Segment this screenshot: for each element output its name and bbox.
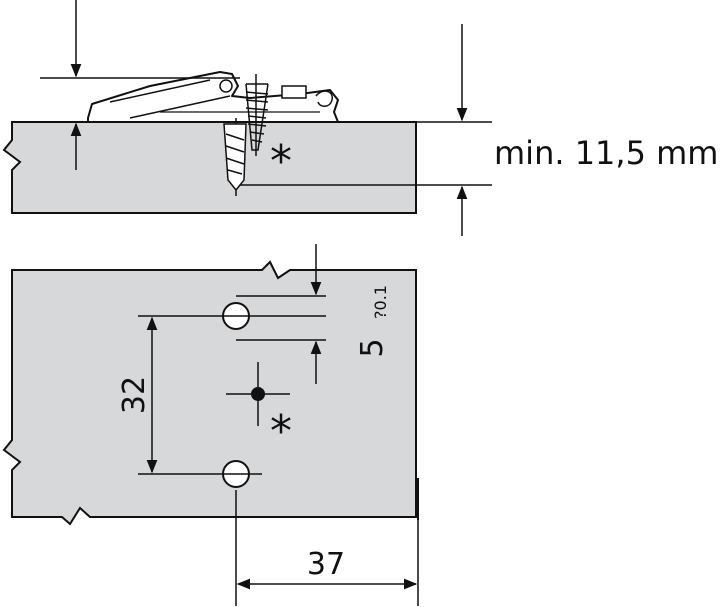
mounting-plate-side [87, 71, 339, 123]
tolerance-label: ?0.1 [371, 285, 390, 319]
top-view: 32 5 ?0.1 37 * [2, 244, 419, 606]
offset-dimension: 37 [236, 547, 418, 590]
plate-thickness-dimension [40, 0, 240, 170]
offset-label: 37 [307, 547, 345, 582]
screw-icon [245, 74, 269, 156]
center-point [226, 362, 290, 426]
hole-spacing-label: 32 [117, 376, 152, 414]
asterisk-bottom: * [270, 406, 292, 457]
asterisk-top: * [270, 136, 292, 187]
hole-spacing-dimension: 32 [117, 316, 158, 474]
min-thickness-label: min. 11,5 mm [494, 134, 718, 172]
side-view: min. 11,5 mm * [2, 0, 718, 236]
board-top-panel [2, 260, 417, 526]
board-side-panel [2, 121, 417, 214]
hole-offset-dimension: 5 ?0.1 [310, 244, 390, 384]
board-thickness-dimension: min. 11,5 mm [240, 24, 718, 236]
hole-offset-label: 5 [355, 338, 390, 357]
